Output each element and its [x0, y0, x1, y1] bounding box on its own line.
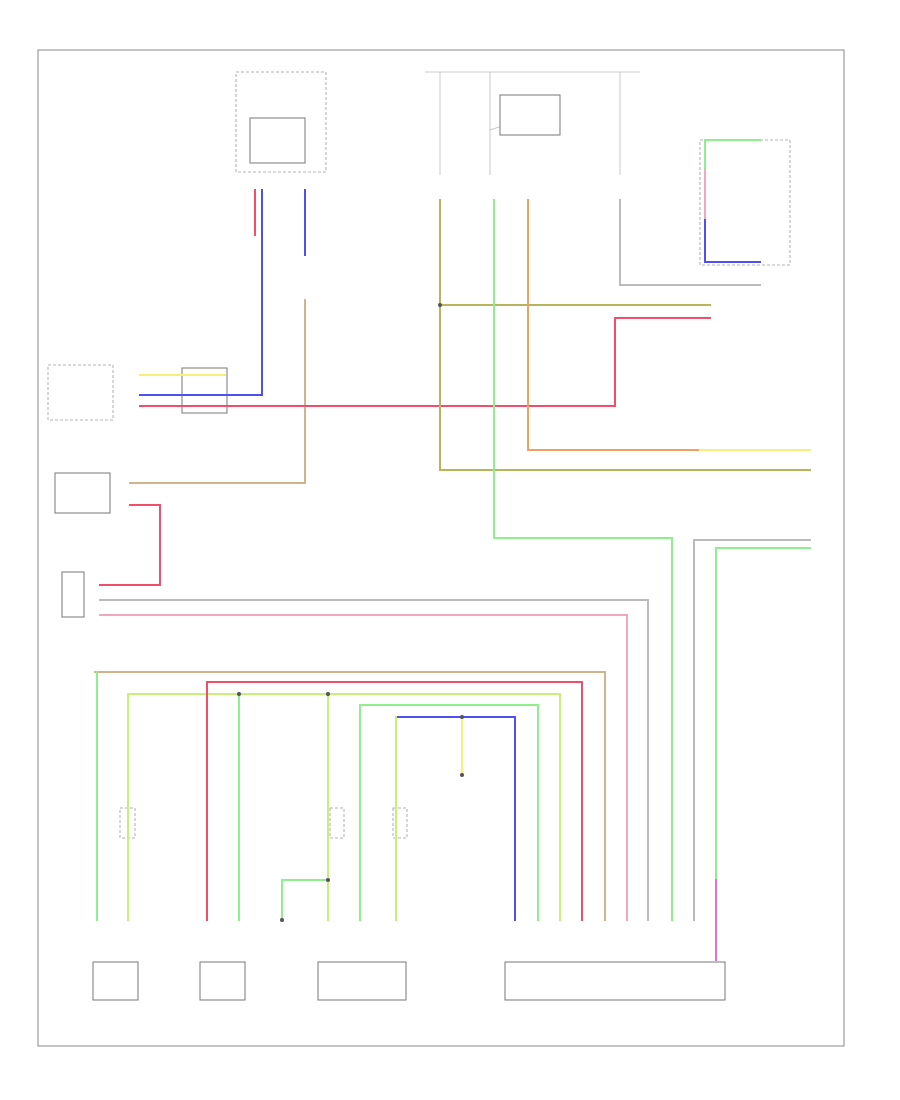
- module-box-3: [317, 961, 407, 1001]
- tan-wire-main: [129, 299, 306, 484]
- mid-connector-3: [392, 807, 408, 839]
- green-ground: [281, 879, 329, 921]
- mid-connector-2: [329, 807, 345, 839]
- sensor-box-right: [699, 139, 791, 266]
- tan-horizontal: [94, 671, 606, 921]
- red-mid: [206, 681, 583, 921]
- relay-box: [499, 94, 561, 136]
- blower-module: [54, 472, 111, 514]
- blue-sensor: [704, 219, 761, 263]
- blue-wire-top-left: [139, 189, 263, 396]
- olive-wire-top: [439, 199, 811, 471]
- red-main-horizontal: [139, 317, 711, 407]
- red-blower: [99, 504, 161, 586]
- fuse-block-top-left: [235, 71, 327, 173]
- splice-node-2: [326, 692, 330, 696]
- orange-wire: [527, 199, 701, 451]
- climate-control-unit: [47, 364, 114, 421]
- fuse-block-inner: [249, 117, 306, 164]
- yellowgreen-top: [127, 693, 561, 921]
- splice-node-7: [326, 878, 330, 882]
- left-connector-stack: [61, 571, 85, 618]
- module-box-4: [504, 961, 726, 1001]
- green-box: [359, 704, 539, 921]
- splice-node-1: [237, 692, 241, 696]
- splice-node-3: [460, 715, 464, 719]
- gray-wire-right: [619, 199, 761, 286]
- splice-node-6: [280, 918, 284, 922]
- module-box-1: [92, 961, 139, 1001]
- module-box-2: [199, 961, 246, 1001]
- gray-long: [99, 599, 649, 921]
- diagram-border: [37, 49, 845, 1047]
- green-wire-long: [493, 199, 673, 921]
- blue-box: [395, 716, 516, 921]
- green-sensor-top: [704, 139, 761, 201]
- splice-node-5: [460, 773, 464, 777]
- splice-node-4: [438, 303, 442, 307]
- wire-group: [94, 139, 811, 961]
- pink-long: [99, 614, 628, 921]
